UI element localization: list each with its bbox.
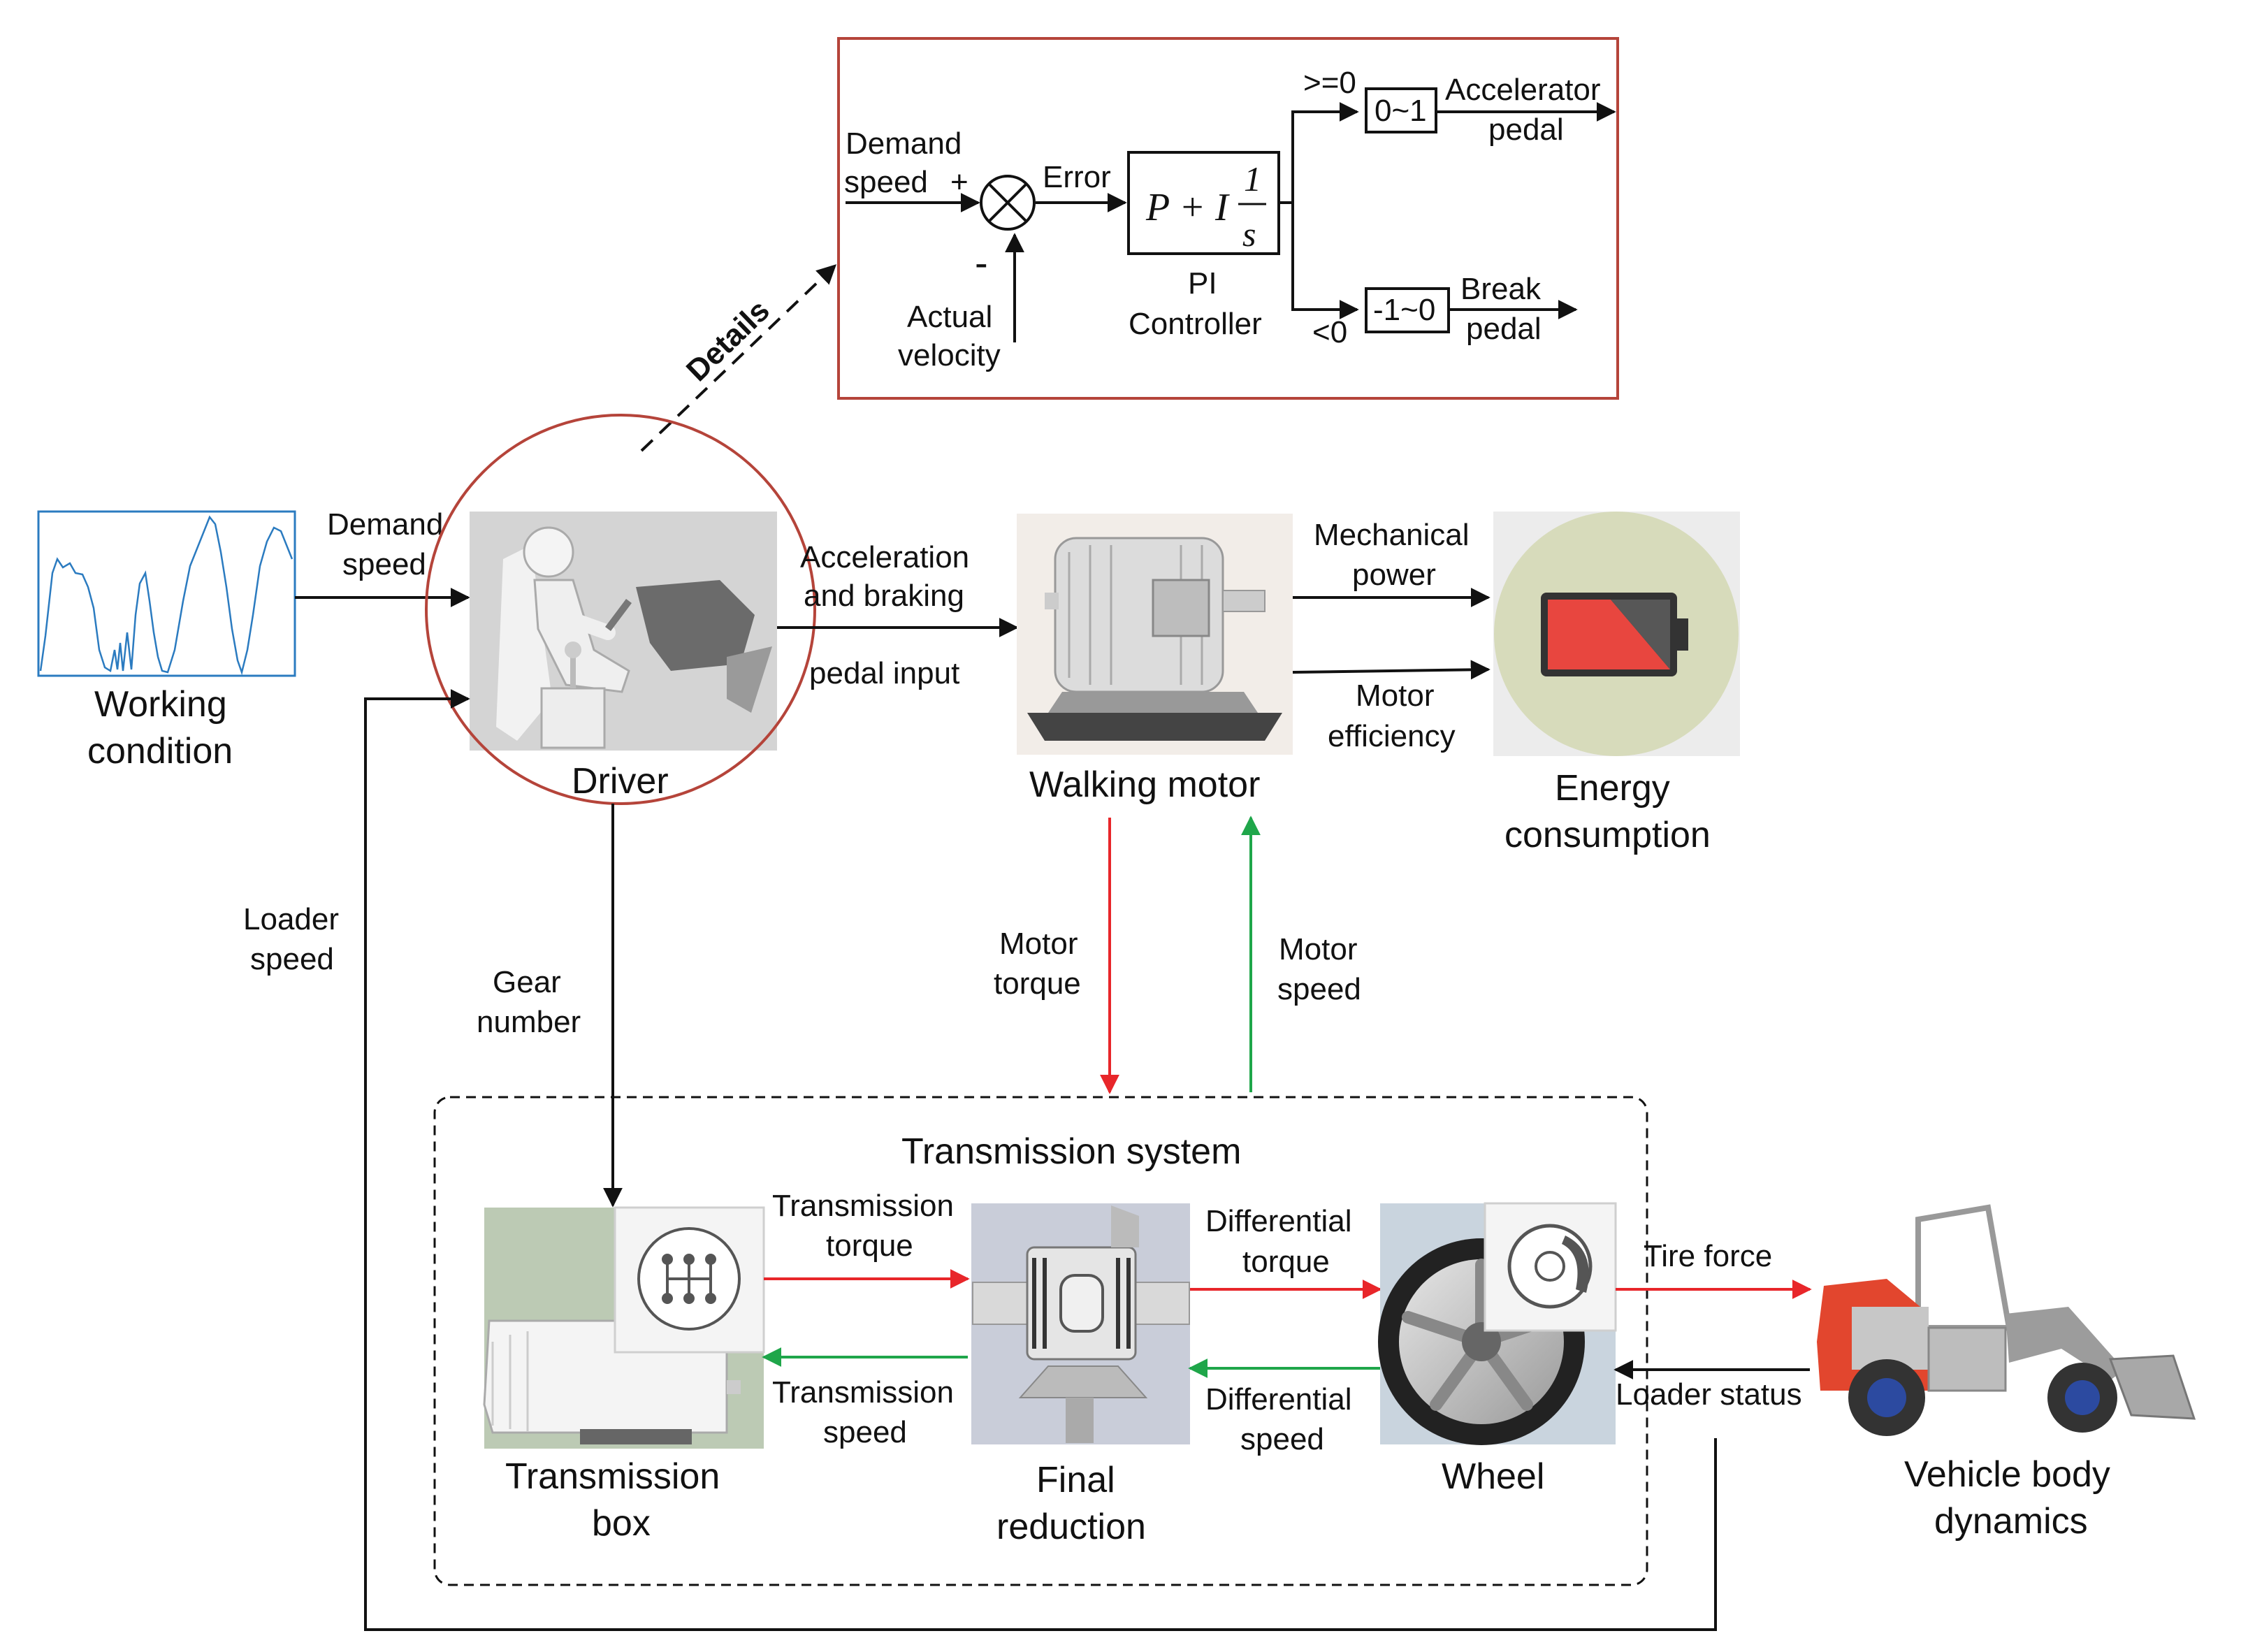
loader-speed-label-2: speed [250,942,334,976]
driver-title: Driver [572,761,669,802]
battery-icon [1493,512,1740,756]
energy-title-2: consumption [1504,815,1711,855]
accel-saturation-block [1365,87,1437,133]
accel-label-3: pedal input [809,656,959,690]
final-reduction-title-2: reduction [996,1507,1146,1547]
pi-ge0-label: >=0 [1303,66,1356,100]
transmission-box-title-2: box [592,1503,651,1544]
diff-torque-label-2: torque [1242,1245,1330,1279]
energy-title-1: Energy [1555,768,1670,809]
summing-junction [980,175,1036,231]
motor-eff-label-1: Motor [1356,679,1434,713]
pi-brake-label-1: Break [1460,272,1542,306]
brake-disc-icon [1507,1224,1593,1309]
gear-shift-icon [662,1254,716,1304]
pi-lt0-label: <0 [1312,315,1347,349]
pi-controller-block: P + I 1 s [1127,151,1280,255]
pi-plus-sign: + [950,165,969,199]
motor-speed-label-1: Motor [1279,932,1357,966]
vehicle-title-1: Vehicle body [1904,1454,2110,1495]
pi-controller-label-2: Controller [1129,307,1262,341]
working-condition-title-1: Working [94,684,227,725]
pi-range-pos: 0~1 [1375,94,1427,128]
motor-speed-label-2: speed [1277,972,1361,1006]
final-reduction-title-1: Final [1036,1460,1115,1500]
working-condition-title-2: condition [87,731,233,771]
pi-error-label: Error [1043,160,1111,194]
wheel-title: Wheel [1442,1456,1544,1497]
trans-torque-label-1: Transmission [772,1189,954,1223]
gear-number-label-2: number [477,1005,581,1039]
gear-number-label-1: Gear [493,965,561,999]
driver-illustration [470,512,777,751]
working-condition-chart [37,510,296,677]
accel-label-2: and braking [804,579,964,613]
diff-torque-label-1: Differential [1205,1204,1352,1238]
pi-range-neg: -1~0 [1373,293,1435,327]
trans-torque-label-2: torque [826,1229,913,1263]
vehicle-title-2: dynamics [1934,1501,2088,1542]
diff-speed-label-1: Differential [1205,1382,1352,1416]
transmission-box-title-1: Transmission [505,1456,720,1497]
transmission-box-illustration [483,1206,765,1449]
pi-actual-label-1: Actual [907,300,992,334]
pi-formula-denominator: s [1242,215,1256,254]
trans-speed-label-2: speed [823,1415,907,1449]
pi-detail-panel: Demand speed + - Actual velocity Error P… [837,37,1619,400]
pi-accel-label-2: pedal [1488,113,1564,147]
walking-motor-illustration [1017,514,1293,755]
mech-power-label-1: Mechanical [1314,518,1470,552]
loader-vehicle-illustration [1817,1204,2196,1436]
details-label: Details [680,294,776,388]
pi-formula-numerator: 1 [1244,159,1261,198]
pi-formula-main: P + I [1145,186,1230,229]
demand-speed-label-2: speed [342,547,426,581]
pi-demand-label-2: speed [844,165,928,199]
pi-controller-label-1: PI [1188,266,1217,300]
walking-motor-title: Walking motor [1029,765,1260,805]
motor-eff-label-2: efficiency [1328,719,1456,753]
mech-power-label-2: power [1352,558,1436,592]
final-reduction-illustration [971,1203,1190,1444]
tire-force-label: Tire force [1644,1239,1772,1273]
pi-accel-label-1: Accelerator [1445,73,1601,107]
trans-speed-label-1: Transmission [772,1375,954,1410]
motor-torque-label-2: torque [994,966,1081,1001]
transmission-system-boundary [433,1096,1648,1586]
pi-actual-label-2: velocity [898,338,1001,372]
accel-label-1: Acceleration [800,540,969,574]
pi-demand-label-1: Demand [846,126,962,161]
driver-highlight-circle [425,414,816,805]
demand-speed-label-1: Demand [327,507,443,542]
loader-status-label: Loader status [1616,1377,1802,1412]
diff-speed-label-2: speed [1240,1422,1324,1456]
pi-brake-label-2: pedal [1466,312,1542,346]
pi-minus-sign: - [975,240,988,284]
motor-torque-label-1: Motor [999,927,1078,961]
transmission-system-title: Transmission system [901,1131,1241,1172]
loader-speed-label-1: Loader [243,902,339,936]
wheel-illustration [1378,1202,1617,1445]
